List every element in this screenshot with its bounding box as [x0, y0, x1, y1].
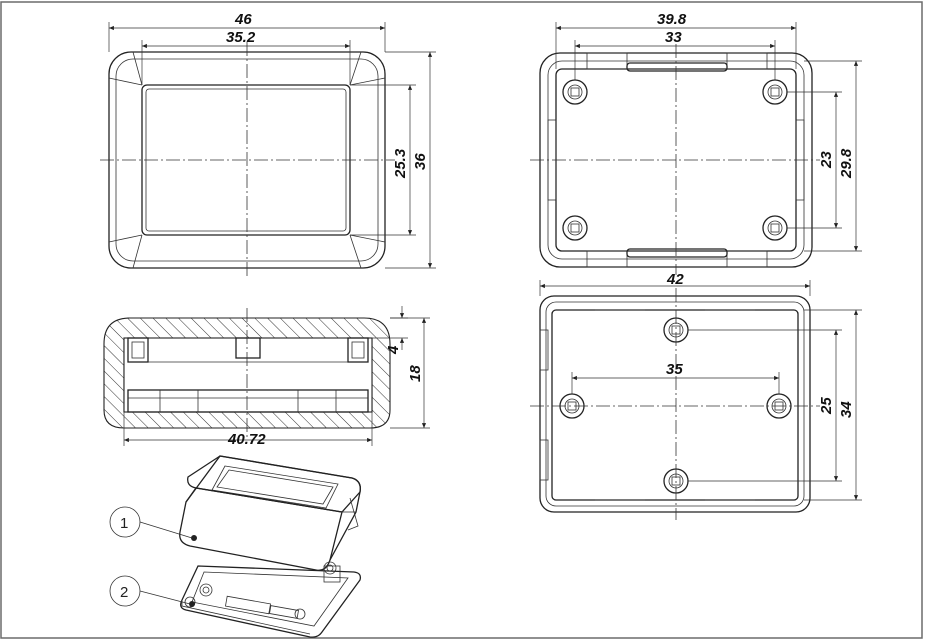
dim-tl-width-inner: 35.2: [226, 29, 256, 46]
dim-br-height-outer: 34: [838, 401, 855, 418]
dim-br-width-outer: 42: [666, 271, 684, 288]
dim-tr-height-outer: 29.8: [838, 148, 855, 179]
callout-part-2: 2: [120, 584, 128, 601]
view-section: [103, 306, 430, 446]
dim-tr-height-inner: 23: [818, 151, 835, 169]
dim-br-hole-spacing: 35: [666, 361, 683, 378]
dim-tl-height-outer: 36: [412, 153, 429, 170]
view-top-right: [530, 22, 862, 275]
dim-tl-width-outer: 46: [234, 11, 252, 28]
view-isometric: [109, 455, 362, 638]
view-bottom-right: [530, 280, 862, 520]
dim-section-width: 40.72: [227, 431, 266, 448]
dim-tl-height-inner: 25.3: [392, 148, 409, 179]
view-top-left: [100, 22, 436, 276]
callout-part-1: 1: [120, 515, 128, 532]
dim-section-height: 18: [407, 365, 424, 382]
dim-br-height-inner: 25: [818, 397, 835, 415]
dim-tr-width-inner: 33: [665, 29, 682, 46]
dim-tr-width-outer: 39.8: [657, 11, 687, 28]
dim-section-depth: 4: [385, 345, 402, 355]
